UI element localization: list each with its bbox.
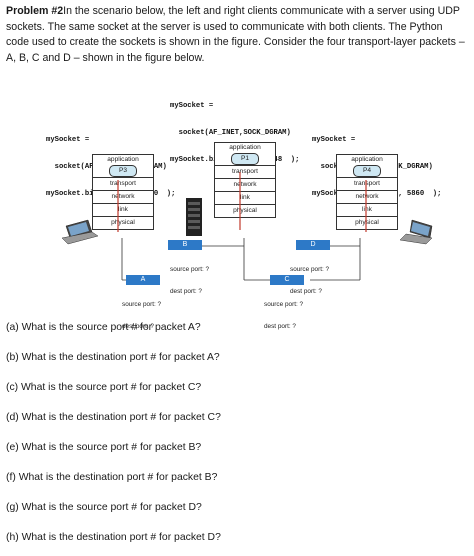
transport-layer: transport (93, 178, 153, 191)
code-line: mySocket = (170, 102, 214, 110)
physical-layer: physical (111, 219, 135, 226)
link-layer: link (215, 192, 275, 205)
packet-c: C (270, 275, 304, 285)
process-p3: P3 (109, 165, 137, 177)
process-p4: P4 (353, 165, 381, 177)
physical-layer: physical (233, 207, 257, 214)
problem-label: Problem #2 (6, 5, 64, 17)
question-b: (b) What is the destination port # for p… (6, 352, 220, 363)
server-stack: application P1 transport network link ph… (214, 142, 276, 218)
packet-b: B (168, 240, 202, 250)
flow-arrows (117, 172, 367, 232)
application-layer: application P1 (215, 143, 275, 166)
server-rack-icon (186, 198, 202, 236)
right-client-stack: application P4 transport network link ph… (336, 154, 398, 230)
question-f: (f) What is the destination port # for p… (6, 472, 218, 483)
problem-intro: Problem #2In the scenario below, the lef… (6, 4, 468, 66)
code-line: socket(AF_INET,SOCK_DGRAM) (170, 129, 291, 137)
network-layer: network (337, 191, 397, 204)
transport-layer: transport (337, 178, 397, 191)
code-line: mySocket = (312, 136, 356, 144)
process-p1: P1 (231, 153, 259, 165)
question-a: (a) What is the source port # for packet… (6, 322, 201, 333)
link-layer: link (337, 204, 397, 217)
laptop-icon (61, 219, 99, 245)
packet-c-ports: source port: ? dest port: ? (264, 300, 304, 331)
packet-a-ports: source port: ? dest port: ? (122, 300, 162, 331)
application-layer: application P3 (93, 155, 153, 178)
packet-d: D (296, 240, 330, 250)
question-e: (e) What is the source port # for packet… (6, 442, 202, 453)
network-layer: network (215, 179, 275, 192)
question-h: (h) What is the destination port # for p… (6, 532, 221, 543)
application-layer: application P4 (337, 155, 397, 178)
code-line: mySocket = (46, 136, 90, 144)
question-g: (g) What is the source port # for packet… (6, 502, 202, 513)
problem-text: In the scenario below, the left and righ… (6, 5, 465, 64)
packet-d-ports: source port: ? dest port: ? (290, 265, 330, 296)
network-layer: network (93, 191, 153, 204)
question-d: (d) What is the destination port # for p… (6, 412, 221, 423)
question-c: (c) What is the source port # for packet… (6, 382, 202, 393)
network-figure: mySocket = socket(AF_INET,SOCK_DGRAM) my… (0, 80, 474, 330)
physical-layer: physical (355, 219, 379, 226)
transport-layer: transport (215, 166, 275, 179)
left-client-stack: application P3 transport network link ph… (92, 154, 154, 230)
packet-a: A (126, 275, 160, 285)
figure-graphics (61, 172, 433, 281)
link-layer: link (93, 204, 153, 217)
laptop-icon (399, 219, 433, 245)
packet-b-ports: source port: ? dest port: ? (170, 265, 210, 296)
